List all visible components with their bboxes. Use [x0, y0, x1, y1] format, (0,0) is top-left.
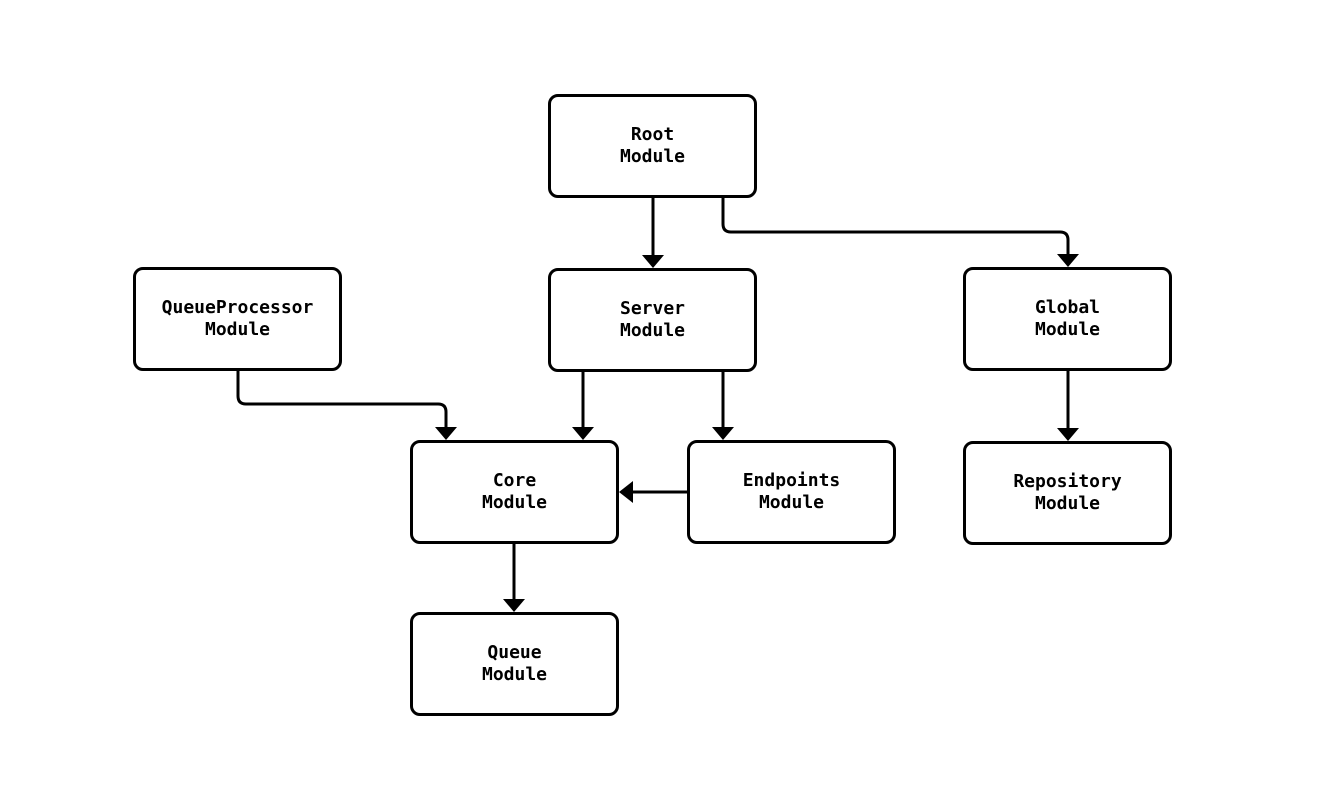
- node-global-module: Global Module: [963, 267, 1172, 371]
- edge-queueprocessor-to-core: [236, 371, 457, 440]
- node-global-module-label: Global Module: [1034, 297, 1101, 340]
- node-repository-module-label: Repository Module: [1013, 471, 1122, 514]
- edge-root-to-global: [721, 198, 1079, 267]
- edge-server-to-core: [572, 372, 594, 440]
- node-root-module-label: Root Module: [619, 124, 686, 167]
- node-queue-module: Queue Module: [410, 612, 619, 716]
- node-root-module: Root Module: [548, 94, 757, 198]
- node-queue-module-label: Queue Module: [481, 642, 548, 685]
- node-server-module-label: Server Module: [619, 298, 686, 341]
- node-endpoints-module: Endpoints Module: [687, 440, 896, 544]
- node-core-module: Core Module: [410, 440, 619, 544]
- edge-core-to-queue: [503, 544, 525, 612]
- edge-root-to-server: [642, 198, 664, 268]
- node-repository-module: Repository Module: [963, 441, 1172, 545]
- node-queueprocessor-module-label: QueueProcessor Module: [161, 297, 314, 340]
- node-server-module: Server Module: [548, 268, 757, 372]
- edge-endpoints-to-core: [619, 481, 687, 503]
- edge-global-to-repository: [1057, 371, 1079, 441]
- node-core-module-label: Core Module: [481, 470, 548, 513]
- edge-server-to-endpoints: [712, 372, 734, 440]
- node-endpoints-module-label: Endpoints Module: [742, 470, 841, 513]
- node-queueprocessor-module: QueueProcessor Module: [133, 267, 342, 371]
